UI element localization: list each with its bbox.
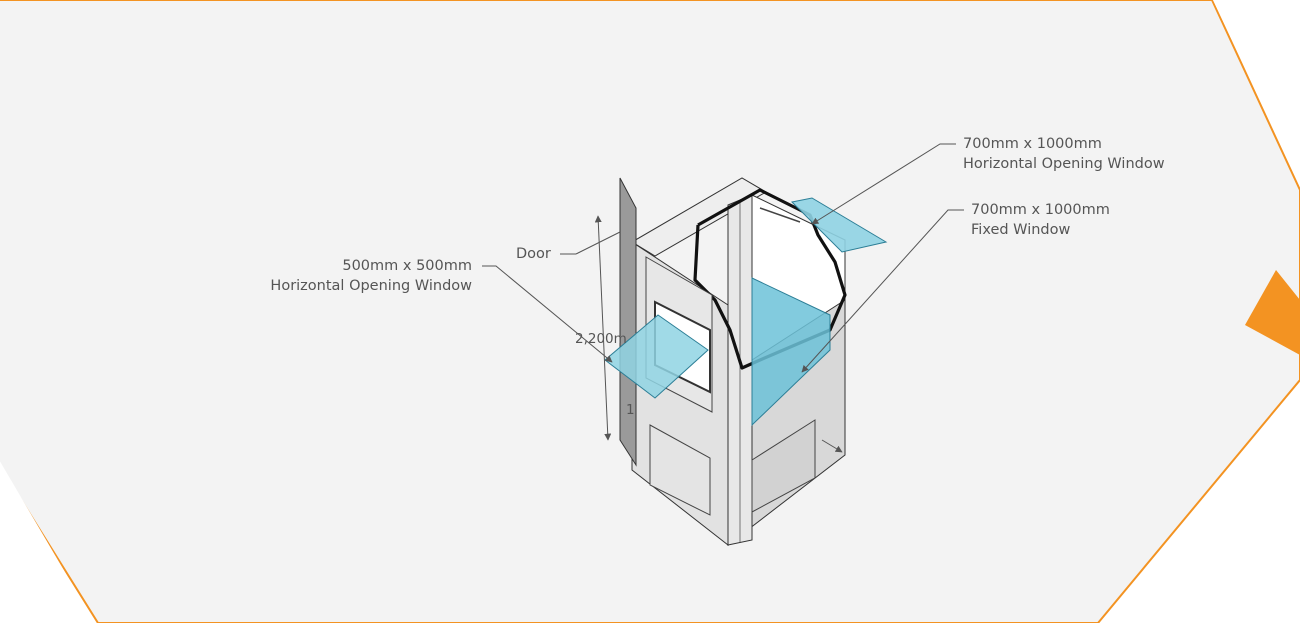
small-window-type: Horizontal Opening Window	[270, 278, 472, 294]
height-dimension-label: 2,200mm	[575, 331, 627, 347]
small-window-label: 500mm x 500mm Horizontal Opening Window	[270, 256, 472, 296]
fixed-window-label: 700mm x 1000mm Fixed Window	[971, 200, 1110, 240]
partial-dimension-label: 1	[626, 402, 635, 418]
fixed-window-glass	[751, 277, 831, 427]
height-dimension-line	[594, 215, 612, 441]
width-dimension-line	[821, 439, 843, 453]
fixed-window-leader	[801, 209, 964, 373]
opening-window-size: 700mm x 1000mm	[963, 136, 1102, 152]
right-lower-panel-shape	[751, 419, 816, 513]
small-window-glass	[604, 314, 709, 399]
fixed-window-type: Fixed Window	[971, 222, 1071, 238]
opening-window-glass	[790, 197, 888, 253]
door-leader-diag	[575, 231, 621, 255]
door-leaf	[619, 177, 637, 467]
opening-window-leader	[811, 143, 956, 225]
background-corner-right	[1212, 0, 1300, 184]
background-corner-bottom-right	[1100, 384, 1300, 625]
door-label: Door	[516, 246, 551, 262]
fixed-window-size: 700mm x 1000mm	[971, 202, 1110, 218]
orange-triangle-arrow-icon	[1245, 270, 1300, 355]
opening-window-type: Horizontal Opening Window	[963, 156, 1165, 172]
small-window-leader	[482, 265, 613, 363]
small-window-size: 500mm x 500mm	[342, 258, 472, 274]
left-lower-panel-shape	[649, 424, 711, 516]
opening-window-label: 700mm x 1000mm Horizontal Opening Window	[963, 134, 1165, 174]
background-corner-left	[0, 461, 96, 625]
